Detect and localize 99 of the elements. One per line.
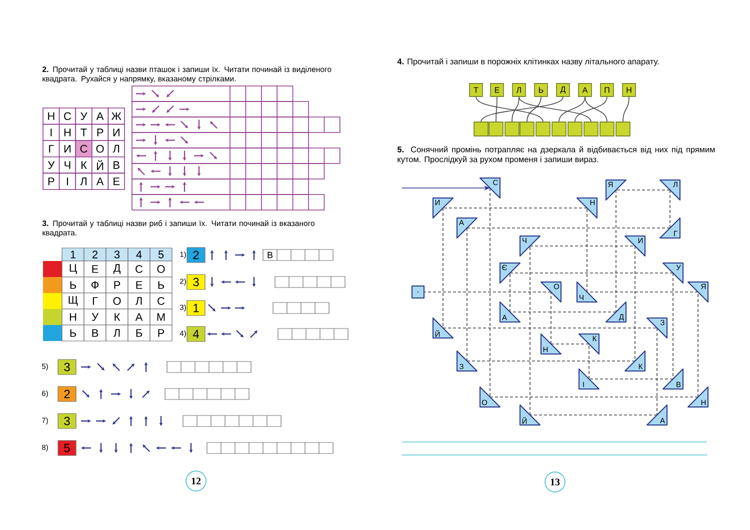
letter-tile: Н: [622, 83, 636, 97]
table-cell: С: [58, 108, 76, 125]
table-cell: У: [84, 308, 106, 326]
table-cell: Р: [92, 124, 109, 141]
table-cell: І: [42, 124, 60, 141]
table-cell: О: [106, 292, 128, 310]
number-box: 2: [58, 386, 76, 402]
table-header-cell: 3: [106, 248, 128, 262]
connector-curve: [480, 96, 564, 122]
table-cell: Т: [75, 124, 92, 141]
table-cell: К: [106, 308, 128, 326]
number-box: 3: [186, 274, 206, 290]
table-header-cell: 2: [84, 248, 106, 262]
table-cell: Ц: [62, 260, 84, 278]
ray-line: [672, 272, 674, 380]
number-box: 4: [186, 326, 206, 342]
ray-line: [490, 396, 698, 398]
table-cell: Б: [128, 324, 150, 342]
table-cell: И: [58, 140, 76, 158]
connector-curve: [622, 96, 630, 122]
table-cell: Ь: [62, 324, 84, 342]
table-header-cell: 1: [62, 248, 84, 262]
instruction-text: 4. Прочитай і запиши в порожніх клітинках назву літального апарату.: [397, 58, 659, 66]
connector-curve: [558, 96, 586, 122]
ray-line: [656, 328, 658, 416]
table-cell: О: [150, 260, 172, 278]
connector-curve: [496, 96, 498, 122]
table-cell: Л: [75, 172, 92, 190]
number-box: 3: [58, 413, 76, 429]
letter-tile: П: [600, 83, 614, 97]
ray-line: [466, 228, 468, 362]
connector-curve: [512, 96, 520, 122]
table-cell: В: [84, 324, 106, 342]
table-cell: Е: [108, 172, 125, 190]
table-cell: С: [128, 260, 150, 278]
table-cell: А: [128, 308, 150, 326]
letter-tile: А: [578, 83, 592, 97]
table-cell: Й: [92, 156, 109, 174]
table-cell: У: [75, 108, 92, 125]
table-cell: Ь: [150, 276, 172, 294]
connector-curve: [526, 96, 542, 122]
table-cell: Г: [84, 292, 106, 310]
ray-line: [634, 246, 636, 362]
table-cell: Ь: [62, 276, 84, 294]
page-number: 13: [544, 472, 566, 492]
table-cell: Р: [150, 324, 172, 342]
table-cell: Ч: [58, 156, 76, 174]
letter-tile: Л: [512, 83, 526, 97]
table-cell: М: [150, 308, 172, 326]
letter-tile: Ь: [534, 83, 548, 97]
table-cell: Л: [108, 140, 125, 158]
table-header-cell: 4: [128, 248, 150, 262]
letter-tile: Д: [556, 83, 570, 97]
number-box: 2: [186, 247, 206, 263]
table-cell: Е: [84, 260, 106, 278]
ray-line: [586, 208, 588, 292]
table-cell: А: [92, 172, 109, 190]
table-cell: Р: [42, 172, 60, 190]
connector-curve: [574, 96, 608, 122]
table-cell: К: [75, 156, 92, 174]
letter-tile: Т: [469, 83, 483, 97]
number-box: 1: [186, 300, 206, 316]
table-cell: Е: [128, 276, 150, 294]
table-cell: В: [108, 156, 125, 174]
ray-line: [550, 292, 552, 344]
connector-curve: [584, 96, 608, 122]
connector-curve: [518, 96, 592, 122]
ray-line: [510, 272, 674, 274]
table-cell: Р: [106, 276, 128, 294]
table-cell: Г: [42, 140, 60, 158]
page-number: 12: [186, 470, 206, 492]
table-cell: У: [42, 156, 60, 174]
table-cell: Л: [106, 324, 128, 342]
ray-line: [588, 344, 590, 380]
ray-line: [442, 208, 444, 328]
table-cell: Ф: [84, 276, 106, 294]
table-cell: І: [58, 172, 76, 190]
table-cell: Д: [106, 260, 128, 278]
table-cell: Ж: [108, 108, 125, 125]
table-cell: И: [108, 124, 125, 141]
answer-letter: В: [268, 252, 273, 258]
number-box: 5: [58, 440, 76, 456]
table-cell: А: [92, 108, 109, 125]
table-cell: С: [150, 292, 172, 310]
table-cell: Н: [62, 308, 84, 326]
instruction-text: 5. Сонячний промінь потрапляє на дзеркала й відбивається від них під прямим кутом. Прослідкуй за рухом променя і запиши вираз.: [397, 146, 715, 164]
letter-tile: Е: [490, 83, 504, 97]
number-box: 3: [58, 359, 76, 375]
ray-line: [466, 360, 636, 362]
table-header-cell: 5: [150, 248, 172, 262]
table-cell: С: [75, 140, 92, 158]
connector-curve: [476, 96, 544, 122]
ray-line: [530, 414, 658, 416]
ray-line: [588, 378, 674, 380]
table-cell: Л: [128, 292, 150, 310]
table-cell: Щ: [62, 292, 84, 310]
square-tile: .: [412, 286, 424, 298]
table-cell: О: [92, 140, 109, 158]
table-cell: Н: [42, 108, 60, 125]
